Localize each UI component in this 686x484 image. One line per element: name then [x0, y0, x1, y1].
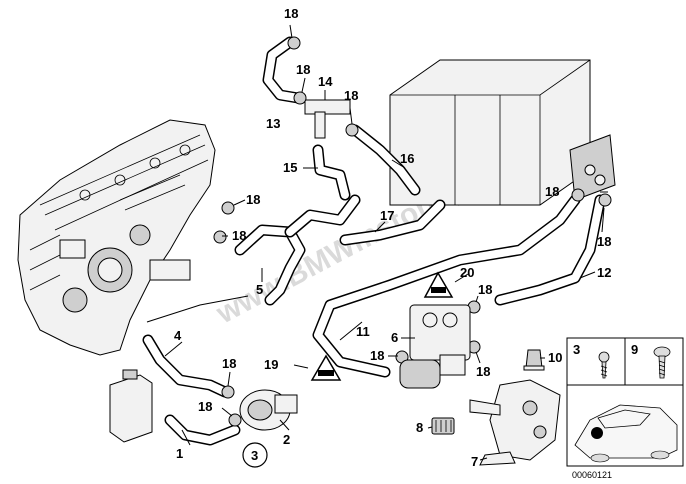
callouts: 18 18 14 18 13 16 15 18 18 17 5 18 18 12… — [174, 6, 611, 469]
callout-7: 7 — [471, 454, 478, 469]
leader-lines — [146, 24, 608, 461]
callout-15: 15 — [283, 160, 297, 175]
rubber-mount — [431, 417, 455, 435]
callout-18: 18 — [296, 62, 310, 77]
callout-19: 19 — [264, 357, 278, 372]
diagram-id: 00060121 — [572, 470, 612, 480]
callout-18: 18 — [222, 356, 236, 371]
callout-17: 17 — [380, 208, 394, 223]
callout-12: 12 — [597, 265, 611, 280]
callout-18: 18 — [476, 364, 490, 379]
bracket — [469, 379, 561, 466]
callout-10: 10 — [548, 350, 562, 365]
callout-8: 8 — [416, 420, 423, 435]
callout-13: 13 — [266, 116, 280, 131]
heater-core — [389, 59, 616, 206]
callout-18: 18 — [246, 192, 260, 207]
callout-1: 1 — [176, 446, 183, 461]
warning-triangle-icon — [310, 354, 342, 381]
auxiliary-water-pump — [239, 389, 298, 431]
circled-callout-ring — [242, 442, 268, 468]
bolt-icon — [653, 346, 671, 379]
expansion-tank — [109, 369, 153, 443]
fittings — [213, 36, 612, 427]
callout-18: 18 — [232, 228, 246, 243]
water-valve — [399, 304, 471, 389]
legend-label-9: 9 — [631, 342, 638, 357]
grommet — [523, 349, 545, 371]
callout-18: 18 — [545, 184, 559, 199]
engine-block — [17, 119, 216, 356]
hoses — [142, 36, 606, 446]
callout-3-circled: 3 — [251, 448, 258, 463]
car-icon — [574, 404, 678, 463]
callout-18: 18 — [597, 234, 611, 249]
callout-18: 18 — [478, 282, 492, 297]
legend-box: 3 9 — [566, 337, 684, 467]
callout-18: 18 — [344, 88, 358, 103]
callout-16: 16 — [400, 151, 414, 166]
callout-18: 18 — [198, 399, 212, 414]
callout-5: 5 — [256, 282, 263, 297]
legend-label-3: 3 — [573, 342, 580, 357]
screw-icon — [598, 351, 610, 379]
callout-11: 11 — [356, 324, 370, 339]
callout-20: 20 — [460, 265, 474, 280]
callout-18: 18 — [370, 348, 384, 363]
callout-2: 2 — [283, 432, 290, 447]
callout-4: 4 — [174, 328, 182, 343]
callout-14: 14 — [318, 74, 333, 89]
callout-6: 6 — [391, 330, 398, 345]
warning-triangle-icon — [423, 271, 454, 298]
callout-18: 18 — [284, 6, 298, 21]
